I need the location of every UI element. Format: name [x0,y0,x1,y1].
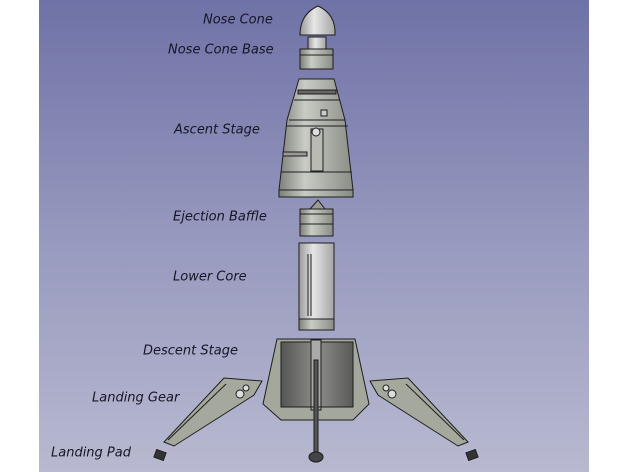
label-descent-stage: Descent Stage [143,343,238,359]
landing-pad-right-part [465,448,479,462]
label-nose-cone: Nose Cone [203,12,273,28]
landing-gear-left-part [163,377,263,447]
label-ascent-stage: Ascent Stage [174,122,260,138]
center-rod-part [308,359,324,463]
label-landing-gear: Landing Gear [92,390,180,406]
landing-gear-right-part [369,377,469,447]
ejection-baffle-part [299,199,334,237]
nose-cone-base-part [299,36,334,70]
label-landing-pad: Landing Pad [51,445,131,461]
nose-cone-part [299,5,336,36]
lower-core-part [298,242,335,331]
label-lower-core: Lower Core [173,269,247,285]
landing-pad-left-part [153,448,167,462]
label-nose-cone-base: Nose Cone Base [168,42,274,58]
ascent-stage-part [278,78,354,198]
label-ejection-baffle: Ejection Baffle [173,209,267,225]
